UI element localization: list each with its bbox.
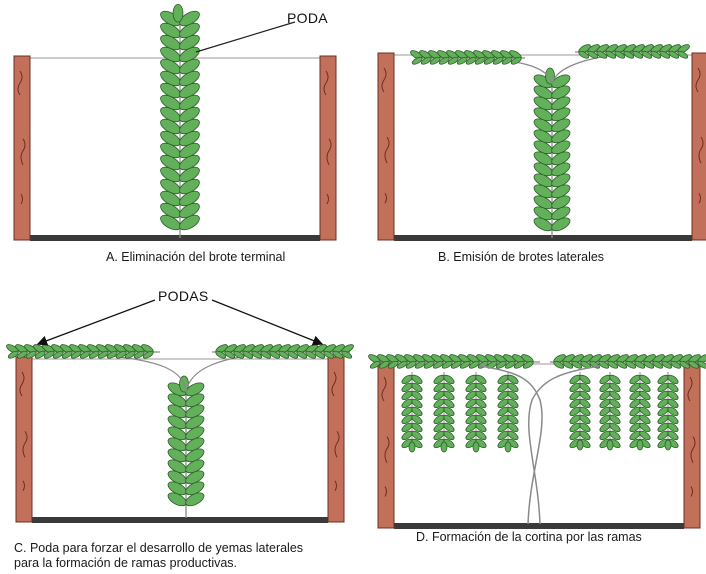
- hanging-shoot: [598, 372, 621, 450]
- vine-plant-icon: [166, 376, 206, 518]
- leaf: [473, 442, 479, 452]
- leaf: [505, 442, 511, 452]
- poda-label: PODA: [287, 10, 328, 26]
- vine-plant-icon: [158, 4, 202, 238]
- arrow-icon: [212, 300, 322, 344]
- trellis-post-icon: [328, 357, 344, 522]
- trellis-post-icon: [684, 362, 700, 528]
- lateral-shoot: [5, 343, 160, 360]
- lateral-shoot: [212, 343, 355, 360]
- caption-b: B. Emisión de brotes laterales: [438, 250, 604, 265]
- poda-pointer-line: [196, 22, 295, 52]
- trellis-post-icon: [14, 56, 30, 240]
- leaf: [665, 440, 671, 450]
- trellis-post-icon: [320, 56, 336, 240]
- trellis-post-icon: [692, 53, 706, 240]
- hanging-shoot: [656, 372, 679, 450]
- hanging-shoot: [496, 372, 519, 452]
- panel-a: [14, 4, 336, 241]
- hanging-shoot: [464, 372, 487, 452]
- ground-line: [394, 523, 684, 529]
- hanging-shoot: [568, 372, 591, 450]
- leaf: [607, 440, 613, 450]
- trellis-post-icon: [378, 53, 394, 240]
- leaf: [441, 442, 447, 452]
- panel-c: [5, 343, 355, 523]
- leaf: [577, 440, 583, 450]
- vine-plant-icon: [532, 68, 572, 238]
- leaf: [173, 4, 183, 22]
- trellis-post-icon: [378, 362, 394, 528]
- arrow-icon: [38, 300, 155, 344]
- caption-a: A. Eliminación del brote terminal: [106, 250, 285, 265]
- podas-label: PODAS: [158, 288, 209, 304]
- ground-line: [394, 235, 692, 241]
- lateral-shoot: [575, 43, 691, 60]
- lateral-shoot: [367, 353, 540, 370]
- panel-d: [367, 353, 706, 529]
- hanging-shoot: [628, 372, 651, 450]
- lateral-shoot: [409, 49, 525, 66]
- panel-b: [378, 43, 706, 241]
- ground-line: [30, 235, 320, 241]
- trellis-post-icon: [16, 357, 32, 522]
- caption-c-line1: C. Poda para forzar el desarrollo de yem…: [14, 541, 303, 556]
- leaf: [409, 442, 415, 452]
- hanging-shoot: [432, 372, 455, 452]
- hanging-shoot: [400, 372, 423, 452]
- lateral-shoot: [550, 353, 706, 370]
- caption-c-line2: para la formación de ramas productivas.: [14, 556, 237, 571]
- ground-line: [32, 517, 328, 523]
- caption-d: D. Formación de la cortina por las ramas: [416, 530, 642, 545]
- pruning-arrows: [38, 300, 322, 344]
- leaf: [637, 440, 643, 450]
